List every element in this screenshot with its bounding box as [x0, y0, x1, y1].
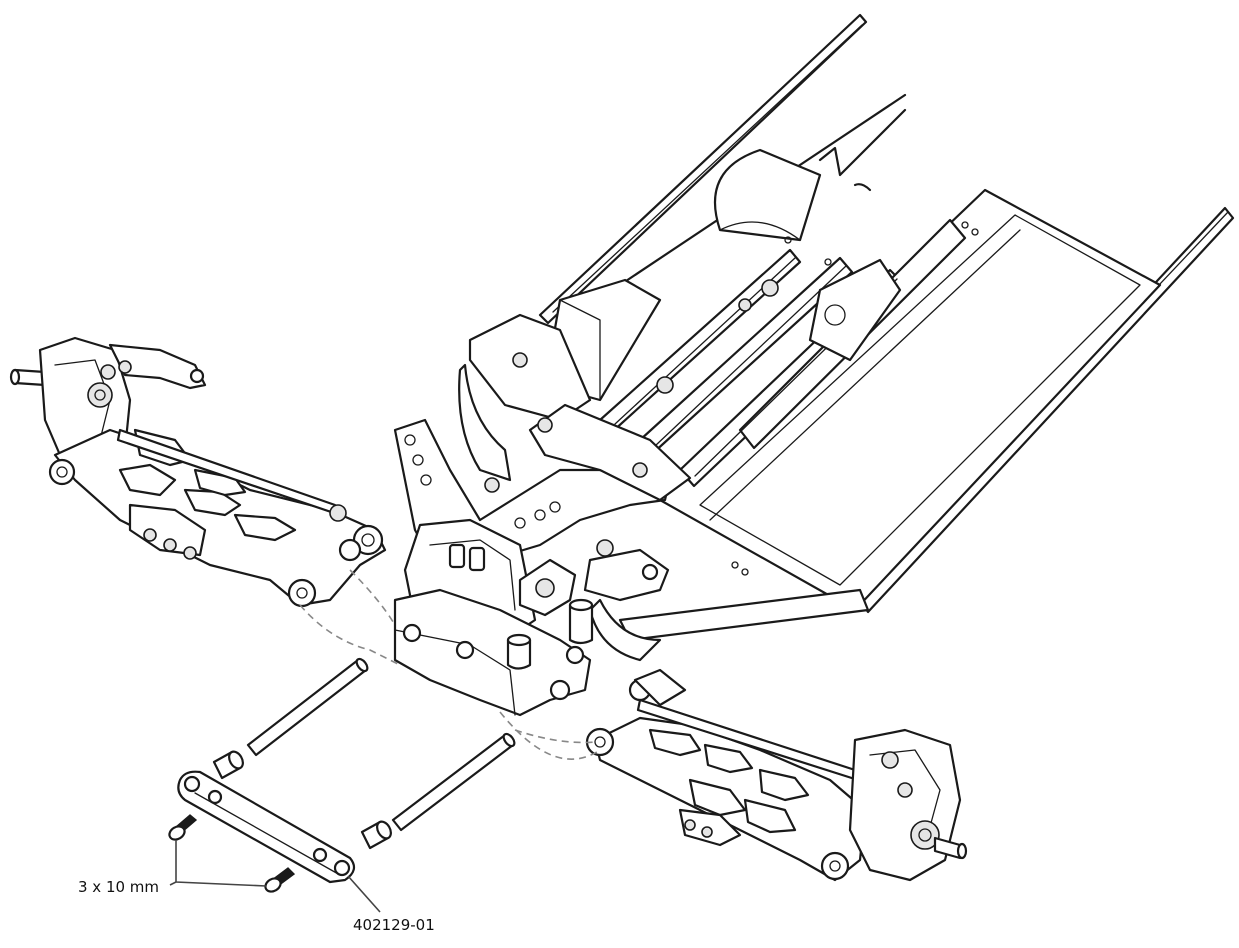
front-bulkhead	[393, 313, 692, 717]
bushings	[212, 750, 392, 850]
callout-leaders	[169, 840, 381, 913]
part-number-label: 402129-01	[353, 916, 435, 934]
assembly-guide-lines	[299, 569, 601, 760]
right-suspension-arm	[585, 668, 968, 882]
hinge-pin-brace	[177, 770, 356, 884]
chassis-tub	[538, 13, 1235, 662]
screw-size-label: 3 x 10 mm	[78, 878, 160, 896]
screws	[168, 814, 296, 893]
hinge-pins	[246, 657, 516, 832]
left-suspension-arm	[9, 336, 387, 608]
